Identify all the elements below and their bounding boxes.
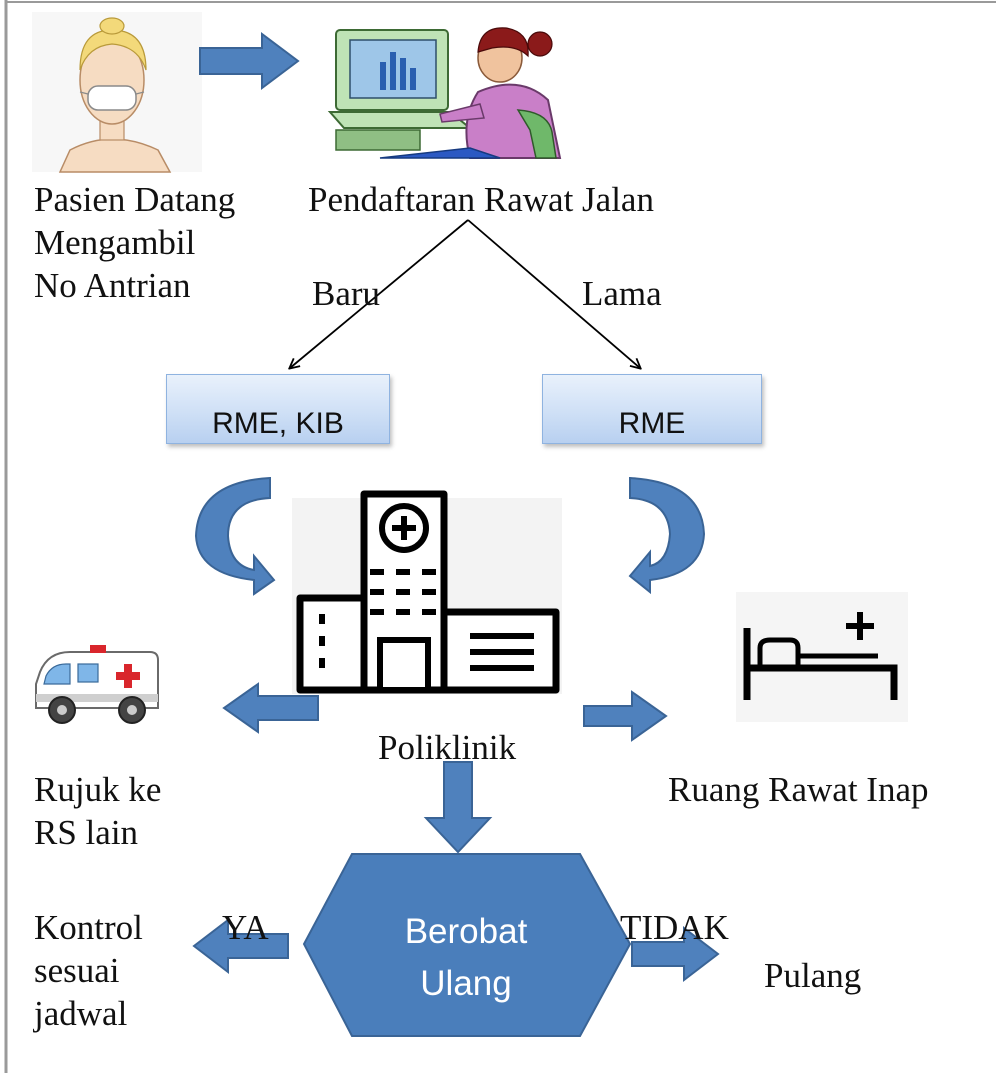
pendaftaran-label: Pendaftaran Rawat Jalan — [308, 180, 654, 219]
rme-box: RME — [542, 374, 762, 444]
kontrol-line-1: Kontrol — [34, 908, 143, 947]
arrow-left-ya — [192, 917, 289, 975]
pasien-line-1: Pasien Datang — [34, 180, 236, 219]
poliklinik-label: Poliklinik — [378, 728, 517, 767]
ya-label: YA — [222, 908, 269, 947]
pasien-label: Pasien Datang Mengambil No Antrian — [34, 178, 235, 307]
rme-kib-box: RME, KIB — [166, 374, 390, 444]
berobat-line-1: Berobat — [404, 912, 528, 951]
rujuk-label: Rujuk ke RS lain — [34, 768, 161, 854]
kontrol-line-3: jadwal — [34, 994, 128, 1033]
rujuk-line-1: Rujuk ke — [34, 770, 162, 809]
berobat-ulang-hexagon — [302, 853, 632, 1037]
arrow-right-to-rawat-inap — [583, 690, 668, 742]
curved-arrow-left — [194, 476, 276, 596]
baru-label: Baru — [312, 274, 381, 313]
arrow-left-to-rujuk — [222, 682, 319, 734]
rme-box-label: RME — [618, 407, 686, 440]
arrow-down-to-berobat — [423, 761, 493, 854]
rawat-inap-label: Ruang Rawat Inap — [668, 770, 929, 809]
hospital-icon — [292, 490, 562, 694]
branch-line-lama — [467, 219, 640, 368]
curved-arrow-right — [628, 476, 706, 595]
ambulance-icon — [35, 645, 159, 724]
arrow-right-to-registration — [199, 32, 300, 90]
pulang-label: Pulang — [764, 956, 862, 995]
berobat-line-2: Ulang — [420, 964, 512, 1003]
pasien-line-3: No Antrian — [34, 266, 191, 305]
lama-label: Lama — [582, 274, 662, 313]
registration-clerk-icon — [327, 27, 562, 159]
kontrol-line-2: sesuai — [34, 951, 120, 990]
tidak-label: TIDAK — [620, 908, 729, 947]
rme-kib-box-label: RME, KIB — [212, 407, 344, 440]
branch-line-baru — [290, 219, 469, 368]
pasien-line-2: Mengambil — [34, 223, 196, 262]
arrow-right-tidak — [631, 925, 720, 983]
kontrol-label: Kontrol sesuai jadwal — [34, 906, 143, 1035]
hospital-bed-icon — [736, 592, 908, 722]
patient-icon — [32, 12, 202, 173]
berobat-ulang-label: Berobat Ulang — [352, 906, 580, 1010]
rujuk-line-2: RS lain — [34, 813, 139, 852]
